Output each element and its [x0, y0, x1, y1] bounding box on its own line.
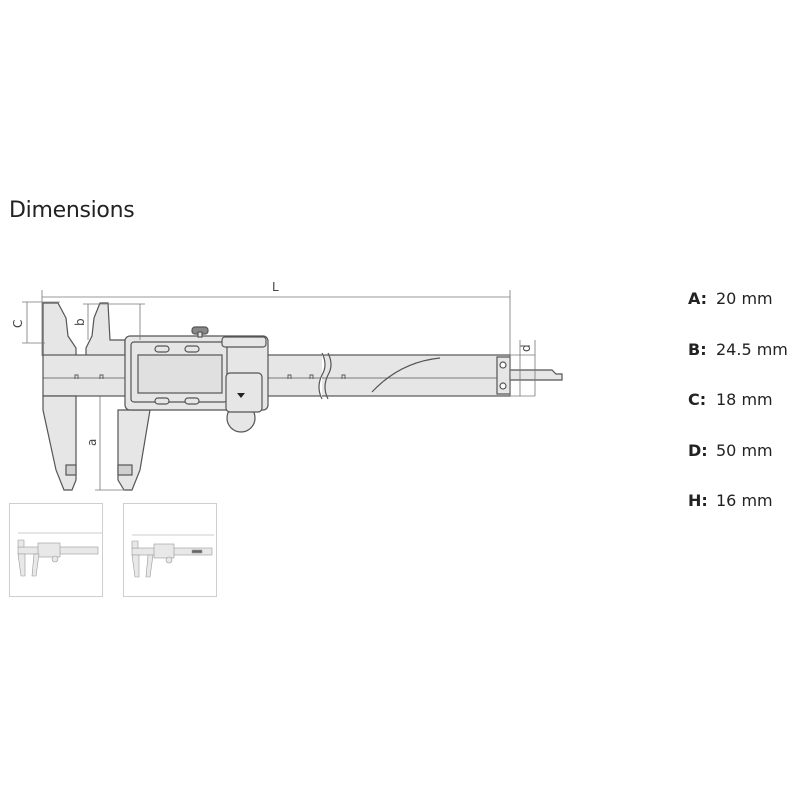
thumbnail-1[interactable]	[9, 503, 103, 597]
spec-a: A:20 mm	[688, 289, 773, 308]
slider-lower-jaw	[117, 409, 151, 491]
slider-upper-jaw	[85, 302, 126, 357]
main-beam	[42, 354, 511, 397]
fixed-lower-jaw	[42, 395, 77, 491]
lcd-display	[137, 354, 223, 394]
caliper-thumbnail-image	[131, 534, 214, 578]
spec-c: C:18 mm	[688, 390, 773, 409]
thumbnail-2[interactable]	[123, 503, 217, 597]
label-L: L	[272, 280, 279, 294]
spec-h: H:16 mm	[688, 491, 773, 510]
section-title: Dimensions	[9, 198, 135, 223]
label-d: d	[519, 344, 533, 352]
spec-b: B:24.5 mm	[688, 339, 788, 359]
label-a: a	[85, 439, 99, 446]
fixed-upper-jaw	[42, 302, 77, 357]
spec-list: A:20 mm B:24.5 mm C:18 mm D:50 mm H:16 m…	[688, 289, 788, 542]
depth-rod	[509, 369, 563, 381]
caliper-diagram: L C b a d	[11, 280, 563, 491]
mode-button	[225, 372, 263, 413]
spec-d: D:50 mm	[688, 440, 773, 460]
label-b: b	[73, 318, 87, 326]
label-C: C	[11, 320, 25, 328]
caliper-thumbnail-image	[17, 532, 102, 577]
